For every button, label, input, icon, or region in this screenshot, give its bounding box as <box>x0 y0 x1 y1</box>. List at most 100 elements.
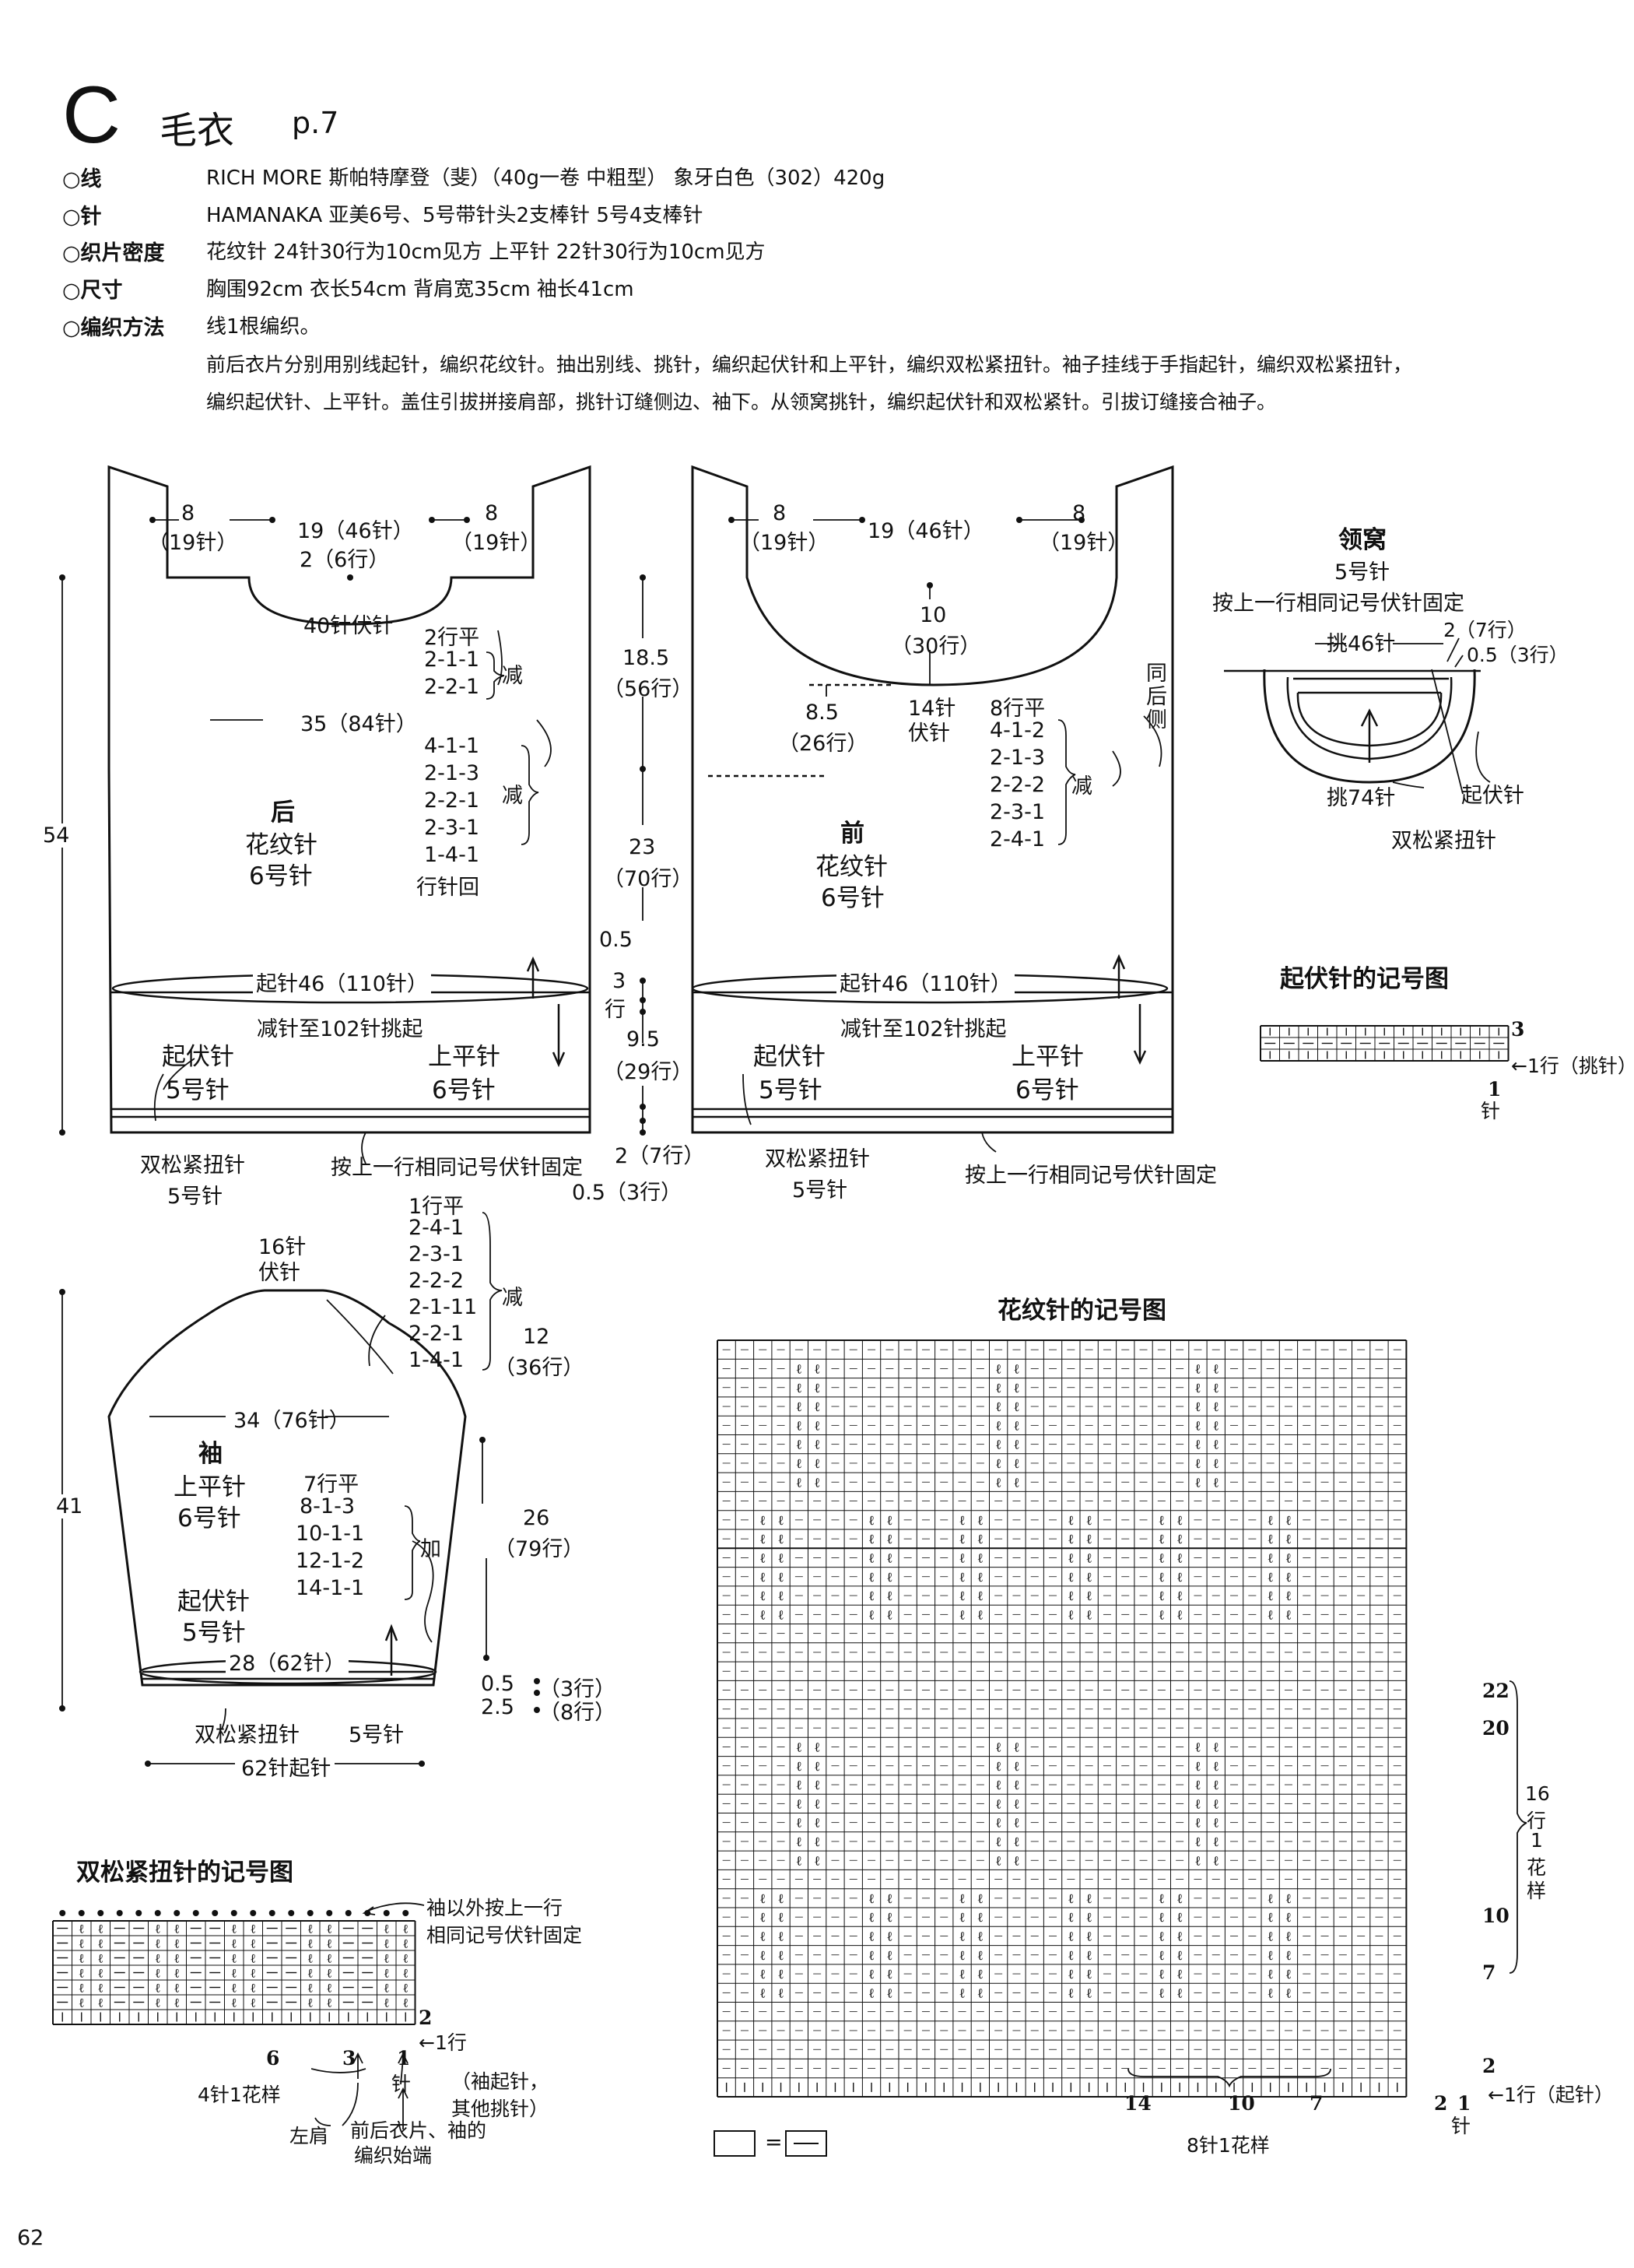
back-arm-dec-6: 行针回 <box>416 876 479 900</box>
svg-text:ℓ: ℓ <box>796 1475 802 1490</box>
back-reduce: 减针至102针挑起 <box>257 1017 423 1041</box>
svg-text:ℓ: ℓ <box>231 1936 237 1951</box>
svg-text:ℓ: ℓ <box>1086 1607 1092 1623</box>
leader-lines <box>153 630 1162 1164</box>
svg-text:ℓ: ℓ <box>155 1951 161 1966</box>
sleeve-piece-needle: 6号针 <box>177 1504 241 1532</box>
svg-text:ℓ: ℓ <box>1268 1607 1274 1623</box>
svg-text:ℓ: ℓ <box>886 1910 892 1926</box>
neckband-rows-2: 0.5（3行） <box>1467 644 1569 666</box>
back-arm-dec-3: 2-2-1 <box>424 788 480 813</box>
sleeve-body-rows: （79行） <box>494 1537 584 1561</box>
sleeve-cap-dec-4: 2-2-2 <box>408 1269 465 1293</box>
sleeve-cuff-width: 28（62针） <box>226 1646 349 1676</box>
svg-text:ℓ: ℓ <box>759 1985 766 2001</box>
neckband-needle: 5号针 <box>1334 560 1390 585</box>
svg-text:ℓ: ℓ <box>959 1570 965 1585</box>
svg-text:ℓ: ℓ <box>1086 1589 1092 1604</box>
svg-text:ℓ: ℓ <box>959 1607 965 1623</box>
front-side-note-2: 后 <box>1146 685 1167 709</box>
svg-text:ℓ: ℓ <box>1213 1475 1219 1490</box>
back-purl-needle: 6号针 <box>432 1076 496 1104</box>
svg-text:ℓ: ℓ <box>402 1936 408 1951</box>
svg-text:ℓ: ℓ <box>1268 1929 1274 1944</box>
svg-text:ℓ: ℓ <box>1194 1778 1201 1793</box>
svg-text:ℓ: ℓ <box>174 1966 180 1981</box>
front-neck-dec-6: 2-4-1 <box>990 827 1046 851</box>
svg-text:ℓ: ℓ <box>959 1891 965 1907</box>
page-reference: p.7 <box>292 106 339 140</box>
back-neck-rows: 2（6行） <box>300 548 390 572</box>
svg-text:ℓ: ℓ <box>868 1570 875 1585</box>
svg-text:ℓ: ℓ <box>814 1853 820 1869</box>
svg-text:ℓ: ℓ <box>886 1948 892 1964</box>
back-top-left-width: 8 <box>181 501 195 525</box>
svg-text:ℓ: ℓ <box>1213 1438 1219 1453</box>
svg-text:ℓ: ℓ <box>814 1740 820 1755</box>
pattern-row-1: ←1行（起针） <box>1488 2084 1614 2106</box>
sleeve-rib-rows: （8行） <box>539 1701 616 1725</box>
svg-text:ℓ: ℓ <box>1213 1796 1219 1812</box>
svg-text:ℓ: ℓ <box>777 1967 784 1982</box>
front-rib-needle: 5号针 <box>792 1178 848 1202</box>
svg-text:ℓ: ℓ <box>886 1967 892 1982</box>
svg-text:ℓ: ℓ <box>1013 1778 1019 1793</box>
rib-chart-note-leader <box>362 1902 425 1915</box>
sleeve-rib-needle: 5号针 <box>349 1723 405 1747</box>
svg-text:ℓ: ℓ <box>759 1513 766 1529</box>
sleeve-inc-5: 14-1-1 <box>296 1576 365 1600</box>
front-piece-needle: 6号针 <box>821 884 885 912</box>
svg-text:ℓ: ℓ <box>384 1936 390 1951</box>
rib-chart-first-note-1: （袖起针， <box>451 2070 549 2093</box>
svg-text:ℓ: ℓ <box>886 1550 892 1566</box>
svg-text:ℓ: ℓ <box>1194 1438 1201 1453</box>
svg-text:ℓ: ℓ <box>977 1948 984 1964</box>
dim-shoulder-rows: （56行） <box>603 677 693 701</box>
svg-text:ℓ: ℓ <box>384 1966 390 1981</box>
svg-text:ℓ: ℓ <box>1176 1891 1183 1907</box>
method-line-1: 前后衣片分别用别线起针，编织花纹针。抽出别线、挑针，编织起伏针和上平针，编织双松… <box>206 353 1413 376</box>
svg-text:ℓ: ℓ <box>796 1834 802 1850</box>
svg-text:ℓ: ℓ <box>814 1438 820 1453</box>
svg-text:ℓ: ℓ <box>995 1399 1001 1415</box>
svg-text:ℓ: ℓ <box>1176 1550 1183 1566</box>
svg-text:ℓ: ℓ <box>97 1981 103 1996</box>
dim-purl-rows: （29行） <box>603 1060 693 1084</box>
back-piece-name: 后 <box>271 799 295 827</box>
svg-text:ℓ: ℓ <box>1213 1759 1219 1775</box>
dim-rib-bind: 0.5（3行） <box>572 1181 682 1205</box>
neckband-title: 领窝 <box>1338 526 1387 554</box>
svg-text:ℓ: ℓ <box>868 1910 875 1926</box>
svg-text:ℓ: ℓ <box>814 1816 820 1831</box>
back-neck-dec-word: 减 <box>502 664 523 688</box>
back-rib: 双松紧扭针 <box>140 1153 245 1178</box>
svg-text:ℓ: ℓ <box>1159 1967 1165 1982</box>
svg-text:ℓ: ℓ <box>1194 1381 1201 1396</box>
svg-text:ℓ: ℓ <box>1013 1796 1019 1812</box>
svg-text:ℓ: ℓ <box>155 1922 161 1936</box>
svg-text:ℓ: ℓ <box>814 1759 820 1775</box>
front-top-left-stitches: （19针） <box>739 531 829 555</box>
pattern-repeat: 8针1花样 <box>1187 2134 1270 2157</box>
pattern-row-20: 20 <box>1482 1717 1510 1740</box>
neckband-pick-bottom: 挑74针 <box>1327 786 1396 810</box>
braces <box>404 651 1527 2088</box>
svg-text:ℓ: ℓ <box>307 1922 314 1936</box>
svg-text:ℓ: ℓ <box>977 1589 984 1604</box>
svg-text:ℓ: ℓ <box>1159 1891 1165 1907</box>
svg-text:ℓ: ℓ <box>777 1532 784 1547</box>
pattern-repeat-rows-4: 花 <box>1527 1856 1547 1879</box>
svg-text:ℓ: ℓ <box>1013 1399 1019 1415</box>
rib-chart-row1: ←1行 <box>419 2031 467 2054</box>
svg-text:ℓ: ℓ <box>1194 1475 1201 1490</box>
svg-text:ℓ: ℓ <box>868 1513 875 1529</box>
svg-text:ℓ: ℓ <box>1068 1910 1074 1926</box>
sleeve-cap-dec-3: 2-3-1 <box>408 1242 465 1266</box>
svg-text:ℓ: ℓ <box>1213 1456 1219 1472</box>
page-title: 毛衣 <box>160 109 235 153</box>
pattern-repeat-rows-1: 16 <box>1525 1782 1550 1805</box>
svg-text:ℓ: ℓ <box>796 1759 802 1775</box>
svg-text:ℓ: ℓ <box>1176 1948 1183 1964</box>
spec-label-size: ○尺寸 <box>62 279 123 303</box>
